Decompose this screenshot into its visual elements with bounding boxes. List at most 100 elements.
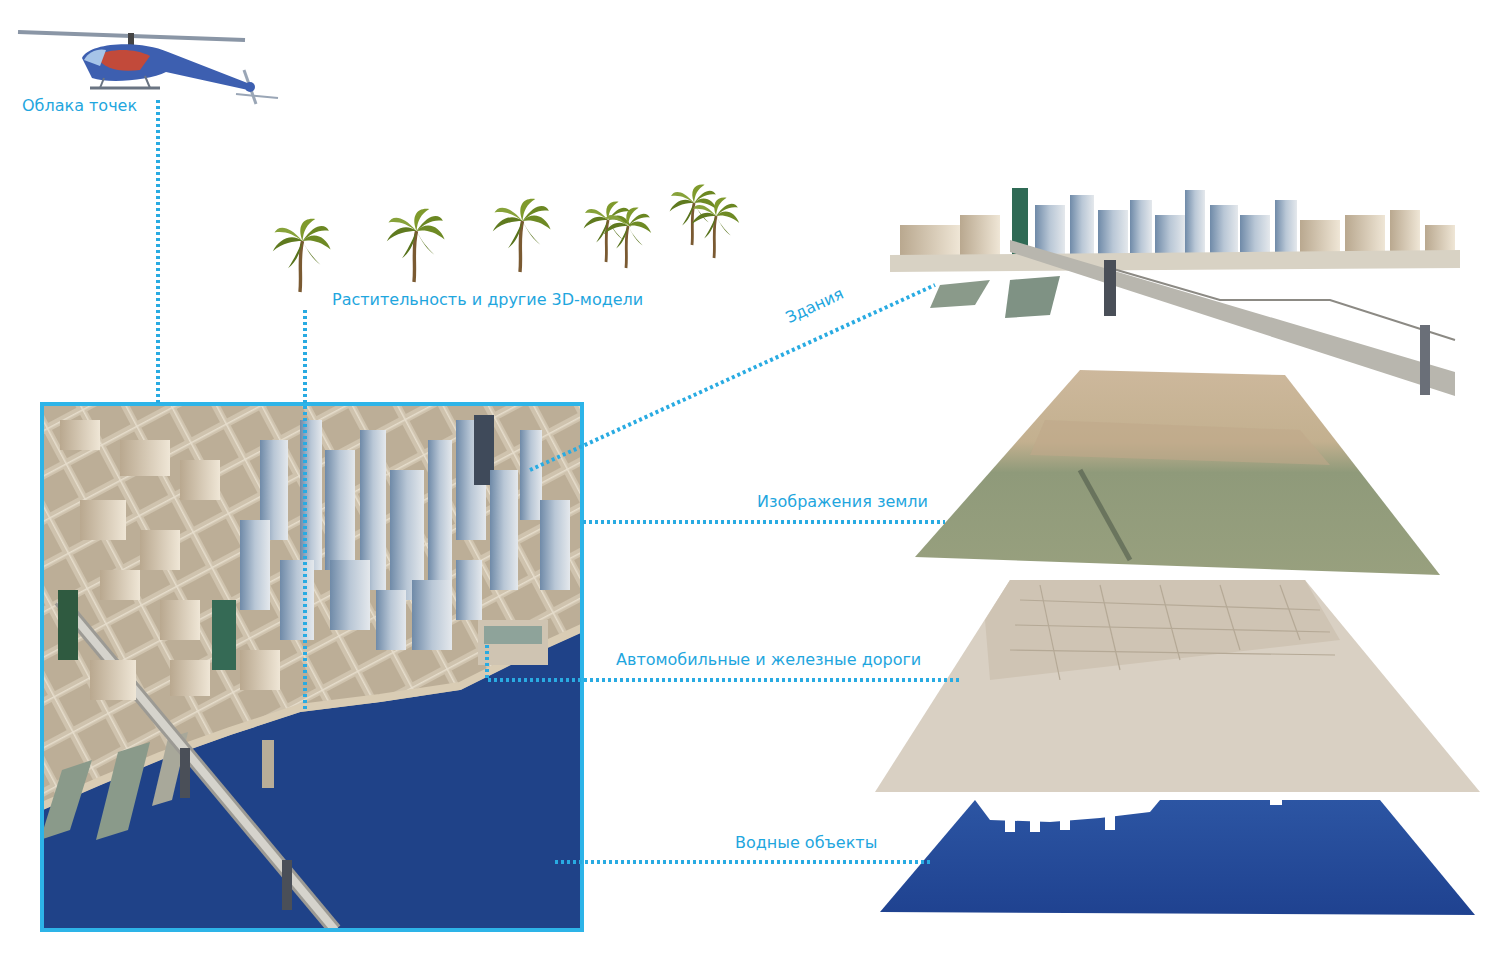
- layer-label: Растительность и другие 3D-модели: [330, 290, 645, 310]
- buildings-layer: [1005, 276, 1060, 318]
- palm-trees: [604, 208, 652, 268]
- buildings-layer: [890, 188, 1460, 396]
- roads-layer: [1010, 585, 1335, 680]
- water-layer: [1005, 812, 1015, 832]
- buildings-layer: [1185, 190, 1205, 260]
- city-view: [180, 748, 190, 798]
- layer-label: Изображения земли: [755, 492, 930, 512]
- leader-lines: [156, 100, 160, 404]
- palm-trees: [692, 198, 740, 258]
- leader-lines: [303, 310, 307, 710]
- roads-layer: [1040, 585, 1060, 680]
- city-view: [330, 560, 370, 630]
- leader-lines: [487, 645, 960, 680]
- roads-layer: [1100, 585, 1120, 670]
- roads-layer: [1280, 585, 1300, 640]
- city-view: [376, 590, 406, 650]
- city-view: [160, 600, 200, 640]
- city-view: [170, 660, 210, 696]
- city-view: [240, 520, 270, 610]
- city-view: [325, 450, 355, 570]
- city-view: [96, 742, 150, 840]
- city-view: [484, 626, 542, 644]
- ground-imagery-layer: [1080, 470, 1130, 560]
- layer-label: Здания: [781, 283, 849, 329]
- water-layer: [880, 797, 1475, 915]
- water-layer: [880, 800, 1475, 915]
- leader-lines: [530, 285, 935, 470]
- helicopter-figure: [84, 49, 106, 66]
- roads-layer: [1010, 650, 1335, 655]
- roads-layer: [985, 580, 1340, 680]
- city-view: [140, 530, 180, 570]
- city-view: [520, 430, 542, 520]
- palm-trees: [584, 202, 632, 262]
- city-view: [456, 560, 482, 620]
- palm-trees: [493, 199, 551, 272]
- city-view: [42, 404, 582, 930]
- roads-layer: [1020, 600, 1320, 610]
- palm-trees: [387, 209, 445, 282]
- leader-lines: [555, 860, 930, 864]
- buildings-layer: [1070, 195, 1094, 260]
- buildings-layer: [1010, 240, 1455, 396]
- city-view: [412, 580, 452, 650]
- city-view: [490, 470, 518, 590]
- buildings-layer: [1104, 260, 1116, 316]
- buildings-layer: [1210, 205, 1238, 260]
- palm-trees: [273, 219, 331, 292]
- palm-trees: [273, 185, 739, 292]
- city-view: [212, 600, 236, 670]
- water-layer: [1030, 812, 1040, 832]
- leader-lines: [583, 520, 945, 524]
- city-view: [282, 860, 292, 910]
- city-view: [58, 590, 78, 660]
- city-view: [90, 660, 136, 700]
- city-view: [100, 570, 140, 600]
- leader-lines: [158, 100, 960, 862]
- city-view: [240, 650, 280, 690]
- helicopter-figure: [244, 70, 256, 104]
- city-view: [80, 500, 126, 540]
- ground-imagery-layer: [915, 370, 1440, 575]
- buildings-layer: [890, 250, 1460, 272]
- roads-layer: [1160, 585, 1180, 660]
- city-view: [42, 760, 92, 840]
- buildings-layer: [930, 280, 990, 308]
- city-view: [42, 404, 582, 930]
- helicopter-figure: [236, 94, 278, 98]
- roads-layer: [875, 580, 1480, 792]
- roads-layer: [1220, 585, 1240, 650]
- city-view: [280, 560, 314, 640]
- city-view: [120, 440, 170, 476]
- layer-label: Водные объекты: [733, 833, 879, 853]
- city-view: [180, 460, 220, 500]
- buildings-layer: [1130, 200, 1152, 260]
- water-layer: [1270, 797, 1282, 805]
- buildings-layer: [1098, 210, 1128, 260]
- buildings-layer: [1420, 325, 1430, 395]
- layer-label: Облака точек: [20, 96, 139, 116]
- city-view: [60, 600, 335, 930]
- helicopter-figure: [82, 44, 250, 90]
- ground-imagery-layer: [915, 370, 1440, 575]
- helicopter-figure: [245, 82, 255, 92]
- helicopter-figure: [18, 32, 278, 104]
- city-view: [60, 420, 100, 450]
- city-view: [262, 740, 274, 788]
- water-layer: [1060, 812, 1070, 830]
- city-frame: [42, 404, 582, 930]
- helicopter-figure: [145, 76, 150, 88]
- ground-imagery-layer: [1030, 420, 1330, 465]
- roads-layer: [875, 580, 1480, 792]
- helicopter-figure: [100, 78, 104, 88]
- buildings-layer: [1275, 200, 1297, 260]
- buildings-layer: [1110, 268, 1455, 340]
- city-view: [42, 632, 582, 930]
- layer-label: Автомобильные и железные дороги: [614, 650, 923, 670]
- water-layer: [1105, 812, 1115, 830]
- city-view: [60, 600, 335, 930]
- city-view: [540, 500, 570, 590]
